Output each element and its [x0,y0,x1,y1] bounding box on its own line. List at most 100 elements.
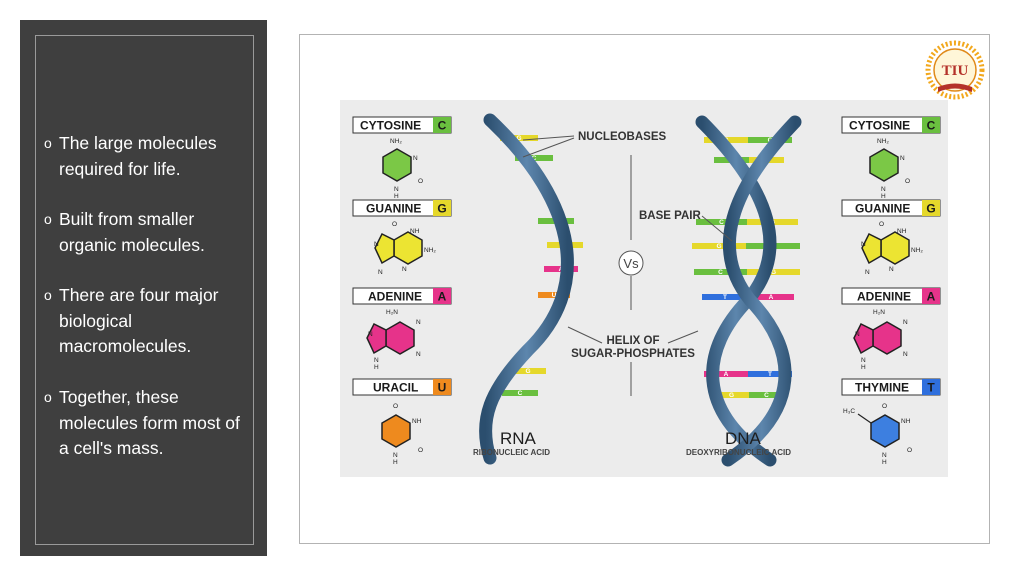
base-letter: C [438,119,447,133]
svg-text:N: N [394,186,399,193]
base-label-thymine: THYMINE T [841,378,941,396]
svg-text:H: H [374,364,379,371]
base-letter: U [438,381,447,395]
rna-vs-dna-diagram: CYTOSINE C NH₂ N O N H GUANINE G O NH NH… [340,100,948,477]
university-logo: TIU [925,40,985,100]
base-label-cytosine: CYTOSINE C [841,116,941,134]
svg-text:G: G [516,135,521,142]
left-panel: o The large molecules required for life.… [20,20,267,556]
svg-text:O: O [907,447,912,454]
svg-text:T: T [768,371,772,378]
svg-text:C: C [719,219,724,226]
molecule-adenine: H₂N N N N N H [366,309,421,371]
base-color-swatch [433,379,451,395]
rna-base-list: CYTOSINE C NH₂ N O N H GUANINE G O NH NH… [352,116,452,466]
svg-text:N: N [378,269,383,276]
molecule-uracil: O NH O N H [381,403,423,466]
svg-text:N: N [855,331,860,338]
svg-text:O: O [418,178,423,185]
dna-rung-right: G [747,269,800,276]
svg-text:N: N [374,357,379,364]
dna-rung-right: A [748,294,794,301]
book-icon [938,83,972,92]
dna-rung-left: C [696,219,747,226]
svg-text:H₂N: H₂N [873,309,885,316]
svg-text:H: H [881,193,886,200]
base-label-uracil: URACIL U [352,378,452,396]
svg-text:NH₂: NH₂ [911,247,923,254]
bullet-marker: o [44,211,52,227]
svg-text:NH₂: NH₂ [877,138,889,145]
svg-text:C: C [764,392,769,399]
svg-text:C: C [532,155,537,162]
bullet-marker: o [44,287,52,303]
callout-line [567,326,603,344]
dna-rung-left: C [694,269,747,276]
svg-text:NH₂: NH₂ [390,138,402,145]
rna-rung: U [538,292,570,299]
svg-text:N: N [416,351,421,358]
rna-rung: G [500,135,538,142]
dna-rung-right: C [749,392,784,399]
dna-rung-right: T [748,371,792,378]
rna-subtitle: RIBONUCLEIC ACID [473,448,550,457]
base-color-swatch [922,288,940,304]
svg-text:O: O [392,221,397,228]
bullet-text: The large molecules required for life. [59,133,217,179]
molecule-cytosine: NH₂ N O N H [382,138,423,200]
base-name: ADENINE [368,290,422,304]
svg-text:N: N [882,452,887,459]
base-label-cytosine: CYTOSINE C [352,116,452,134]
base-name: GUANINE [366,202,421,216]
rna-title: RNA [500,429,537,448]
base-letter: G [437,202,446,216]
svg-text:C: C [518,390,523,397]
svg-text:A: A [724,371,729,378]
molecule-thymine: H₃C O NH O N H [843,403,912,466]
bullet-text: Together, these molecules form most of a… [59,387,240,458]
svg-text:NH₂: NH₂ [424,247,436,254]
svg-text:N: N [374,241,379,248]
svg-text:N: N [416,319,421,326]
base-color-swatch [922,200,940,216]
base-color-swatch [922,117,940,133]
dna-rung-left: G [692,243,746,250]
base-letter: C [927,119,936,133]
bullet-item: o There are four major biological macrom… [44,283,244,360]
base-label-adenine: ADENINE A [352,287,452,305]
callout-helix-line-2: SUGAR-PHOSPHATES [571,348,695,360]
base-letter: T [927,381,935,395]
callout-line [667,330,699,344]
left-panel-frame: o The large molecules required for life.… [35,35,254,545]
bullet-item: o Together, these molecules form most of… [44,385,244,462]
svg-text:A: A [769,294,774,301]
bullet-item: o The large molecules required for life. [44,131,244,182]
base-name: CYTOSINE [849,119,910,133]
callout-line [522,137,575,158]
base-name: CYTOSINE [360,119,421,133]
base-letter: G [926,202,935,216]
dna-rung-left: A [704,371,748,378]
callout-helix-line-1: HELIX OF [606,335,659,347]
base-color-swatch [922,379,940,395]
svg-text:N: N [393,452,398,459]
dna-rung-left: G [714,392,749,399]
svg-text:NH: NH [410,228,420,235]
svg-text:H₂N: H₂N [386,309,398,316]
svg-text:NH: NH [412,418,422,425]
svg-text:H: H [393,459,398,466]
base-color-swatch [433,200,451,216]
vs-label: Vs [623,256,639,271]
bullet-text: There are four major biological macromol… [59,285,219,356]
base-name: URACIL [373,381,418,395]
svg-text:N: N [402,266,407,273]
base-letter: A [438,290,447,304]
base-name: GUANINE [855,202,910,216]
sun-rays-icon [925,40,985,100]
svg-text:H₃C: H₃C [843,408,855,415]
svg-text:N: N [881,186,886,193]
svg-text:G: G [729,392,734,399]
base-color-swatch [433,117,451,133]
